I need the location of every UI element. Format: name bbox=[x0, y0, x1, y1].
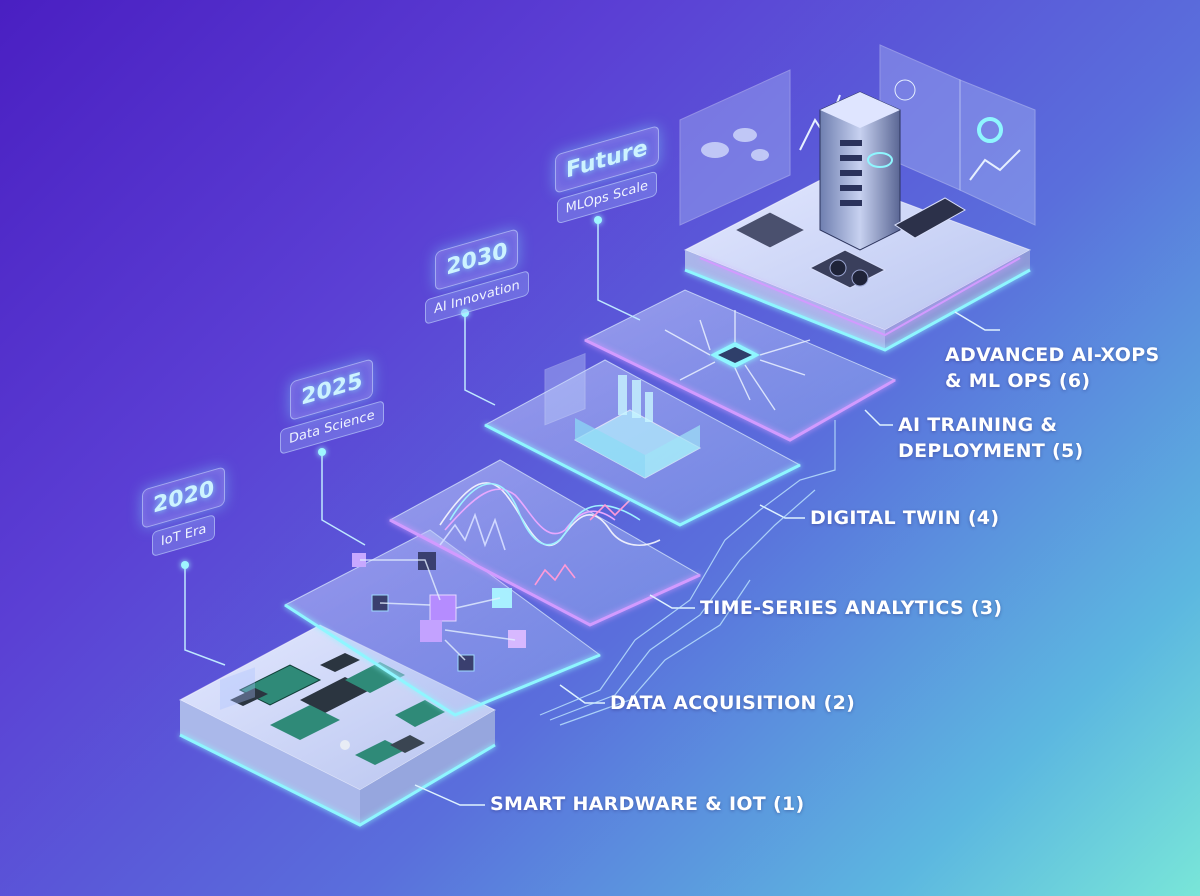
layer-label-5: AI TRAINING & DEPLOYMENT (5) bbox=[898, 412, 1084, 464]
world-map-icon bbox=[701, 128, 769, 161]
layer-2-platform bbox=[284, 529, 602, 717]
layer-5-platform bbox=[583, 289, 897, 442]
layer-4-platform bbox=[483, 352, 802, 527]
layer-label-1: SMART HARDWARE & IOT (1) bbox=[490, 793, 805, 815]
circuit-traces bbox=[539, 420, 836, 726]
processor-chip-icon bbox=[710, 342, 760, 368]
brain-icon bbox=[894, 79, 916, 101]
factory-icon bbox=[573, 375, 702, 479]
layer-label-6: ADVANCED AI-XOPS & ML OPS (6) bbox=[945, 342, 1159, 394]
data-cube-icon bbox=[352, 552, 526, 672]
waveform-chart-icon bbox=[439, 482, 661, 586]
layer-label-2: DATA ACQUISITION (2) bbox=[610, 692, 856, 714]
server-rack-icon bbox=[819, 91, 901, 251]
layer-label-6-line1: ADVANCED AI-XOPS bbox=[945, 344, 1160, 366]
layer-label-5-line2: DEPLOYMENT (5) bbox=[898, 440, 1084, 462]
cloud-icon bbox=[867, 152, 893, 168]
gpu-card-icon bbox=[733, 197, 966, 289]
layer-6-platform bbox=[679, 44, 1036, 352]
layer-label-3: TIME-SERIES ANALYTICS (3) bbox=[700, 597, 1003, 619]
timeline-dots bbox=[181, 216, 602, 569]
timeline-connectors bbox=[184, 220, 641, 666]
label-leader-lines bbox=[414, 311, 1000, 806]
layer-label-6-line2: & ML OPS (6) bbox=[945, 370, 1091, 392]
layer-3-platform bbox=[388, 459, 702, 627]
layer-label-5-line1: AI TRAINING & bbox=[898, 414, 1058, 436]
layer-label-4: DIGITAL TWIN (4) bbox=[810, 507, 1000, 529]
